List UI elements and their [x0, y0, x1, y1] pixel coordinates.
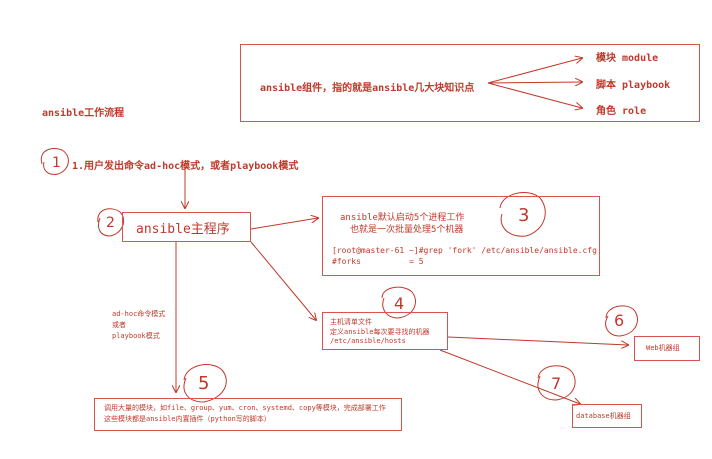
step1-text: 1.用户发出命令ad-hoc模式，或者playbook模式 [72, 161, 299, 172]
web-group-box [634, 336, 700, 361]
component-role: 角色 role [596, 106, 647, 117]
main-program-box [122, 212, 251, 242]
main-program-label: ansible主程序 [136, 222, 230, 237]
web-group-label: Web机器组 [646, 344, 680, 352]
arrow-main-to-inventory [250, 241, 316, 320]
component-module: 模块 module [596, 53, 659, 64]
mode-note-line3: playbook模式 [112, 332, 160, 340]
forks-box [322, 196, 600, 276]
step2-number: 2 [106, 215, 115, 231]
forks-line1: ansible默认启动5个进程工作 [340, 213, 465, 223]
arrow-main-to-forks [250, 218, 318, 230]
component-playbook: 脚本 playbook [596, 80, 671, 91]
components-text: ansible组件，指的就是ansible几大块知识点 [260, 83, 475, 94]
step7-circle-icon [537, 365, 576, 401]
arrow-to-playbook [487, 82, 582, 83]
step6-number: 6 [614, 311, 624, 330]
forks-value: #forks = 5 [332, 257, 424, 266]
forks-line2: 也就是一次批量处理5个机器 [350, 225, 464, 235]
inventory-line3: /etc/ansible/hosts [330, 337, 406, 345]
step7-number: 7 [551, 374, 561, 393]
db-group-label: database机器组 [576, 412, 631, 420]
step4-circle-icon [381, 286, 416, 319]
modules-line2: 这些模块都是ansible内置插件（python写的脚本） [104, 415, 271, 423]
step1-circle-icon [40, 148, 69, 175]
inventory-box [322, 312, 448, 350]
components-box [240, 44, 700, 122]
step3-number: 3 [518, 205, 529, 226]
workflow-title: ansible工作流程 [42, 108, 125, 119]
forks-command: [root@master-61 ~]#grep 'fork' /etc/ansi… [332, 246, 597, 255]
mode-note-line2: 或者 [112, 321, 126, 329]
mode-note-line1: ad-hoc命令模式 [112, 310, 166, 318]
step5-number: 5 [198, 373, 209, 394]
arrow-inventory-to-db [439, 349, 580, 404]
step4-number: 4 [394, 294, 404, 313]
step3-circle-icon [499, 192, 546, 237]
modules-line1: 调用大量的模块，如file、group、yum、cron、systemd、cop… [104, 404, 386, 412]
arrow-to-module [487, 58, 582, 84]
inventory-line1: 主机清单文件 [330, 318, 372, 326]
step1-number: 1 [52, 155, 61, 171]
arrow-inventory-to-web [447, 336, 628, 345]
db-group-box [572, 404, 642, 428]
modules-box [94, 398, 402, 431]
arrow-to-role [487, 82, 582, 108]
inventory-line2: 定义ansible每次要寻找的机器 [330, 328, 430, 336]
step6-circle-icon [605, 305, 638, 337]
step5-circle-icon [183, 364, 227, 403]
